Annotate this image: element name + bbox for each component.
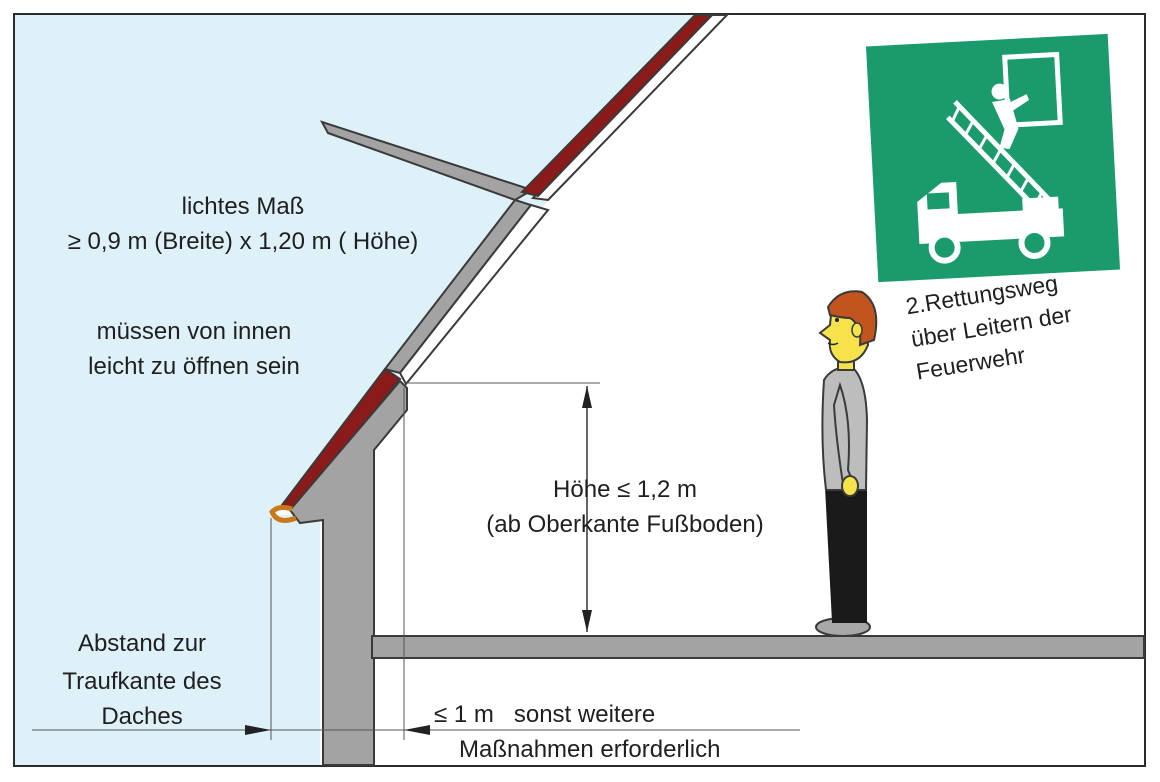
ladder-rail-1 (953, 100, 1055, 205)
height-arrow-down (582, 610, 592, 632)
ladder-rung-6 (1019, 177, 1030, 193)
person-mouth (827, 342, 839, 346)
height-label-1: Höhe ≤ 1,2 m (553, 476, 697, 503)
climber-arm (1008, 94, 1030, 111)
open-label-1: müssen von innen (97, 318, 292, 345)
ladder-rung-1 (951, 106, 961, 121)
ladder-rung-5 (1005, 163, 1016, 179)
distance-arrow-right (404, 725, 430, 735)
outside-ground-area (15, 515, 320, 765)
rescue-sign (865, 33, 1121, 283)
person-ear (851, 322, 863, 338)
truck-ladder-base (1022, 196, 1059, 213)
ladder-rung-2 (964, 120, 975, 136)
floor-slab (371, 635, 1145, 659)
climber-body (992, 99, 1019, 150)
measure-label-1: ≤ 1 m sonst weitere (434, 701, 655, 728)
gutter-icon (269, 505, 297, 523)
fire-truck-icon (917, 181, 1065, 264)
person-icon (815, 290, 878, 637)
height-arrow-up (582, 386, 592, 408)
roof-inner-lining-lower (398, 203, 550, 386)
truck-wheel-front (928, 231, 961, 264)
truck-window (926, 192, 950, 210)
person-hand (841, 475, 859, 497)
roof-tiles-upper (520, 14, 715, 198)
clear-size-label-1: lichtes Maß (182, 193, 305, 220)
distance-label-1: Abstand zur (78, 630, 206, 657)
clear-size-label-2: ≥ 0,9 m (Breite) x 1,20 m ( Höhe) (68, 228, 419, 255)
rescue-sign-plate (865, 33, 1121, 283)
person-hair (826, 290, 878, 347)
distance-arrow-left (245, 725, 271, 735)
outside-sky-area (15, 15, 710, 515)
climbing-person-icon (991, 83, 1030, 150)
person-trousers (824, 486, 867, 623)
ladder-rung-4 (991, 148, 1002, 164)
measure-label-2: Maßnahmen erforderlich (459, 736, 720, 763)
height-label-2: (ab Oberkante Fußboden) (486, 511, 764, 538)
climber-head (991, 83, 1008, 100)
person-eye (835, 318, 839, 322)
distance-label-3: Daches (101, 703, 182, 730)
distance-label-2: Traufkante des (62, 668, 221, 695)
truck-wheel-rear (1018, 226, 1051, 259)
ladder-rung-3 (978, 134, 989, 150)
open-label-2: leicht zu öffnen sein (88, 353, 300, 380)
